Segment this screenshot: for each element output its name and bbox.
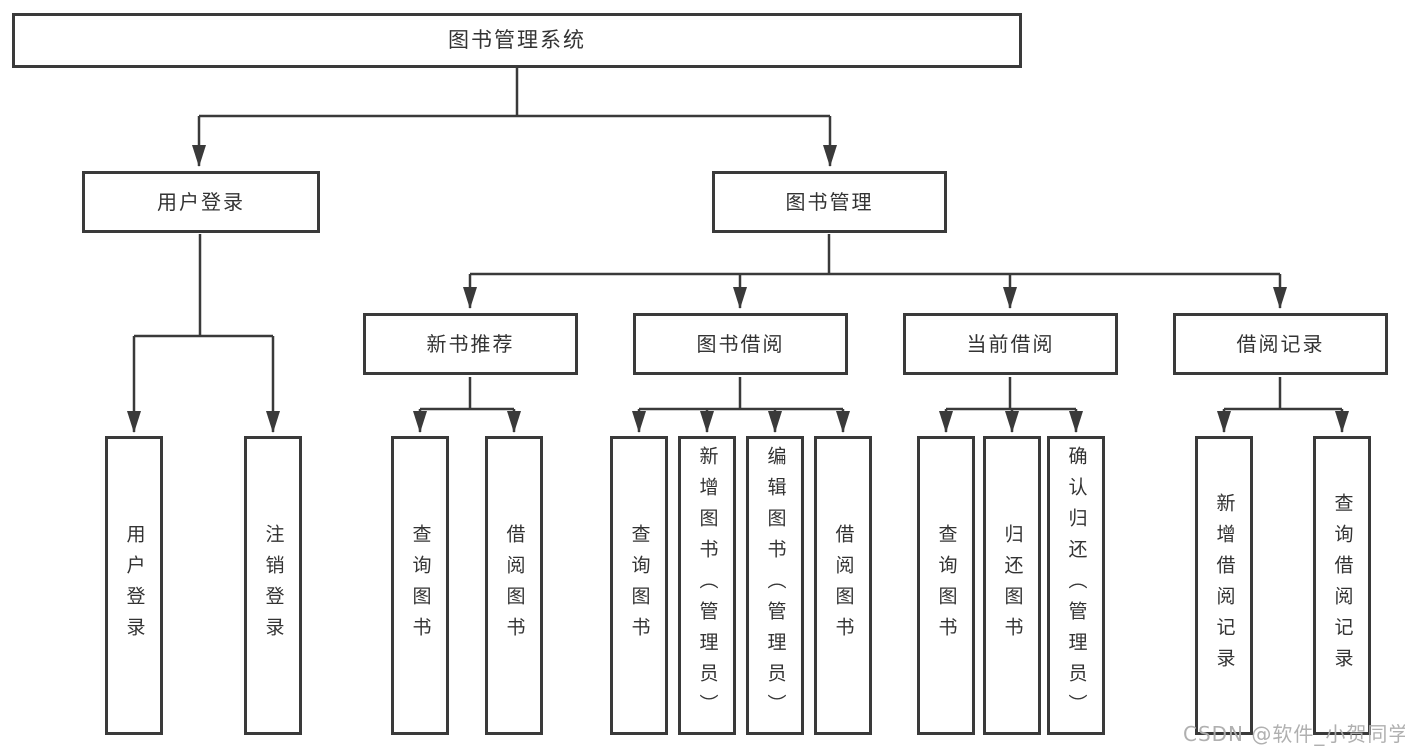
node-new-book-recommend: 新书推荐 (363, 313, 578, 375)
leaf-current-return-books: 归还图书 (983, 436, 1041, 735)
leaf-borrow-query-books: 查询图书 (610, 436, 668, 735)
leaf-recommend-query-books: 查询图书 (391, 436, 449, 735)
node-library-management-system: 图书管理系统 (12, 13, 1022, 68)
node-book-management: 图书管理 (712, 171, 947, 233)
node-user-login: 用户登录 (82, 171, 320, 233)
leaf-logout: 注销登录 (244, 436, 302, 735)
node-current-borrow: 当前借阅 (903, 313, 1118, 375)
node-book-borrow: 图书借阅 (633, 313, 848, 375)
leaf-current-query-books: 查询图书 (917, 436, 975, 735)
leaf-borrow-edit-books-admin: 编辑图书（管理员） (746, 436, 804, 735)
leaf-borrow-add-books-admin: 新增图书（管理员） (678, 436, 736, 735)
node-borrow-records: 借阅记录 (1173, 313, 1388, 375)
leaf-current-confirm-return-admin: 确认归还（管理员） (1047, 436, 1105, 735)
leaf-borrow-borrow-books: 借阅图书 (814, 436, 872, 735)
leaf-records-add-record: 新增借阅记录 (1195, 436, 1253, 735)
csdn-watermark: CSDN @软件_小贺同学 (1183, 722, 1405, 746)
leaf-recommend-borrow-books: 借阅图书 (485, 436, 543, 735)
leaf-records-query-record: 查询借阅记录 (1313, 436, 1371, 735)
leaf-user-login: 用户登录 (105, 436, 163, 735)
